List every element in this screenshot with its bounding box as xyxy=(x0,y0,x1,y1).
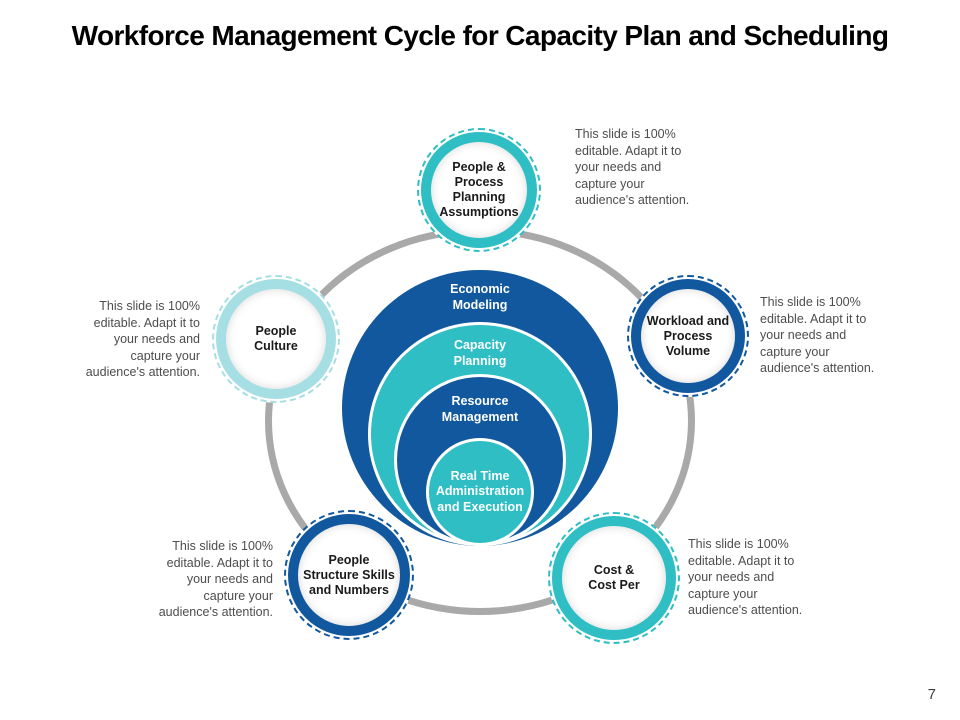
node-label: Cost & Cost Per xyxy=(588,563,640,592)
node-people-process-planning-assumptions: People & Process Planning Assumptions xyxy=(417,128,541,252)
node-label: People Structure Skills and Numbers xyxy=(303,552,395,597)
page-number: 7 xyxy=(927,686,936,703)
node-cost-and-cost-per: Cost & Cost Per xyxy=(548,512,680,644)
node-ring: Workload and Process Volume xyxy=(631,279,745,393)
center-label-real-time-administration: Real Time Administration and Execution xyxy=(435,468,525,514)
note-workload-and-process-volume: This slide is 100% editable. Adapt it to… xyxy=(760,295,875,375)
note-people-process-planning-assumptions: This slide is 100% editable. Adapt it to… xyxy=(575,127,690,207)
node-ring: People & Process Planning Assumptions xyxy=(421,132,537,248)
node-ring: People Structure Skills and Numbers xyxy=(288,514,410,636)
node-ring: People Culture xyxy=(216,279,336,399)
center-label-resource-management: Resource Management xyxy=(441,394,519,424)
node-people-structure-skills-and-numbers: People Structure Skills and Numbers xyxy=(284,510,414,640)
note-cost-and-cost-per: This slide is 100% editable. Adapt it to… xyxy=(688,537,803,617)
node-ring: Cost & Cost Per xyxy=(552,516,676,640)
node-label: People & Process Planning Assumptions xyxy=(439,160,519,219)
node-label: People Culture xyxy=(254,324,298,353)
note-people-culture: This slide is 100% editable. Adapt it to… xyxy=(85,299,200,379)
node-workload-and-process-volume: Workload and Process Volume xyxy=(627,275,749,397)
node-people-culture: People Culture xyxy=(212,275,340,403)
node-label: Workload and Process Volume xyxy=(646,313,730,358)
slide-title: Workforce Management Cycle for Capacity … xyxy=(71,20,889,51)
center-label-economic-modeling: Economic Modeling xyxy=(450,282,510,312)
center-label-capacity-planning: Capacity Planning xyxy=(453,338,507,368)
note-people-structure-skills-and-numbers: This slide is 100% editable. Adapt it to… xyxy=(158,539,273,619)
center-circle-real-time-administration: Real Time Administration and Execution xyxy=(426,438,534,546)
